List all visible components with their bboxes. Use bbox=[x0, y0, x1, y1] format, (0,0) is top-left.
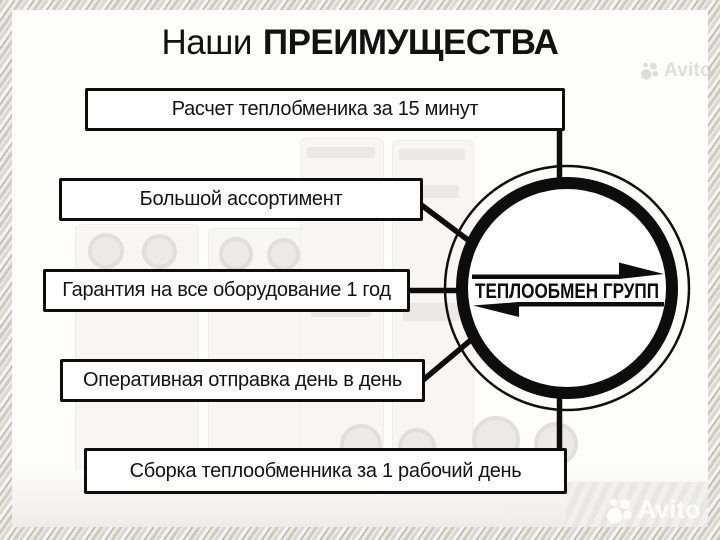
title-regular: Наши bbox=[161, 23, 253, 62]
logo-bottom-rule bbox=[517, 302, 664, 307]
benefit-box-shipping: Оперативная отправка день в день bbox=[60, 359, 425, 402]
logo-company-name: ТЕПЛООБМЕН ГРУПП bbox=[475, 280, 659, 303]
logo-arrow-right-icon bbox=[619, 262, 664, 279]
benefit-box-assembly: Сборка теплообменника за 1 рабочий день bbox=[84, 448, 567, 494]
benefit-box-assortment: Большой ассортимент bbox=[59, 178, 423, 221]
title-emphasis: ПРЕИМУЩЕСТВА bbox=[262, 23, 559, 62]
logo-circle bbox=[456, 177, 678, 399]
benefit-box-calculation: Расчет теплобменика за 15 минут bbox=[85, 88, 565, 131]
logo-arrow-left-icon bbox=[473, 302, 519, 317]
benefit-box-warranty: Гарантия на все оборудование 1 год bbox=[43, 269, 410, 312]
logo-outer-ring bbox=[443, 164, 691, 412]
logo-top-rule bbox=[472, 274, 620, 279]
page-title: Наши ПРЕИМУЩЕСТВА bbox=[0, 20, 720, 66]
